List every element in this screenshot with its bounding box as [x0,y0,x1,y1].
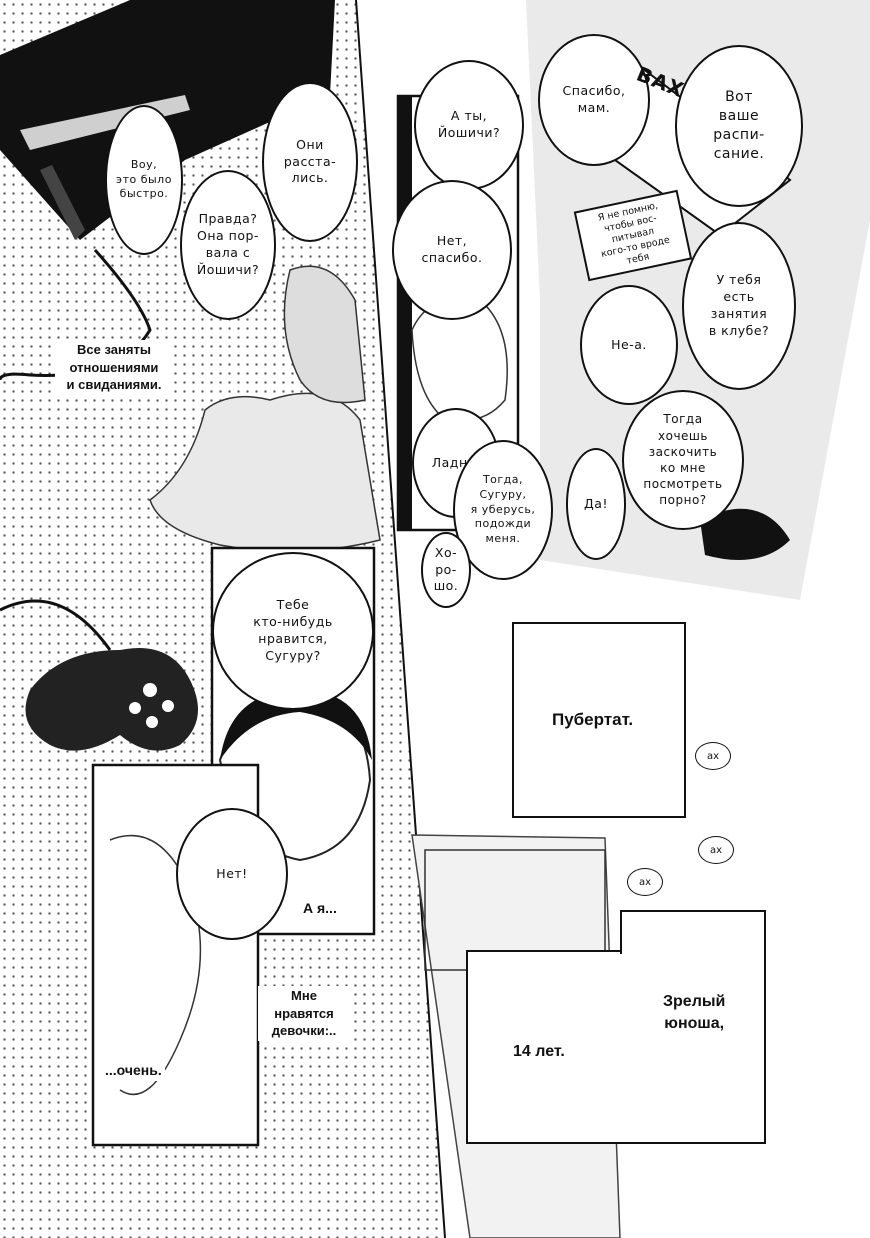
speech-bubble-thanks-mom: Спасибо, мам. [538,34,650,166]
caption-box-mature-top [620,910,766,954]
sfx-ah-3: ах [627,868,663,896]
sfx-ah-1: ах [695,742,731,770]
caption-box-puberty: Пубертат. [512,622,686,818]
speech-bubble-yes: Да! [566,448,626,560]
narration-everyone-busy: Все заняты отношениями и свиданиями. [55,340,173,395]
narration-very: ...очень. [102,1060,165,1081]
speech-bubble-here-schedule: Вот ваше распи- сание. [675,45,803,207]
sfx-ah-2: ах [698,836,734,864]
narration-i-like-girls: Мне нравятся девочки:.. [258,986,350,1041]
speech-bubble-anyone-you-like: Тебе кто-нибудь нравится, Сугуру? [212,552,374,710]
speech-bubble-club: У тебя есть занятия в клубе? [682,222,796,390]
speech-bubble-fine: Хо- ро- шо. [421,532,471,608]
speech-bubble-then-sugur: Тогда, Сугуру, я уберусь, подожди меня. [453,440,553,580]
speech-bubble-no-thanks: Нет, спасибо. [392,180,512,320]
speech-bubble-porn: Тогда хочешь заскочить ко мне посмотреть… [622,390,744,530]
speech-bubble-really: Правда? Она пор- вала с Йошичи? [180,170,276,320]
speech-bubble-nope: Не-а. [580,285,678,405]
caption-puberty: Пубертат. [552,710,634,729]
speech-bubble-and-you: А ты, Йошичи? [414,60,524,190]
speech-bubble-no: Нет! [176,808,288,940]
caption-mature: Зрелый юноша, [660,990,729,1036]
caption-box-mature-left-top [466,950,622,952]
narration-and-i: А я... [303,900,337,916]
speech-bubble-broke-up: Они расста- лись. [262,82,358,242]
caption-age: 14 лет. [510,1040,568,1064]
speech-bubble-wow: Воу, это было быстро. [105,105,183,255]
